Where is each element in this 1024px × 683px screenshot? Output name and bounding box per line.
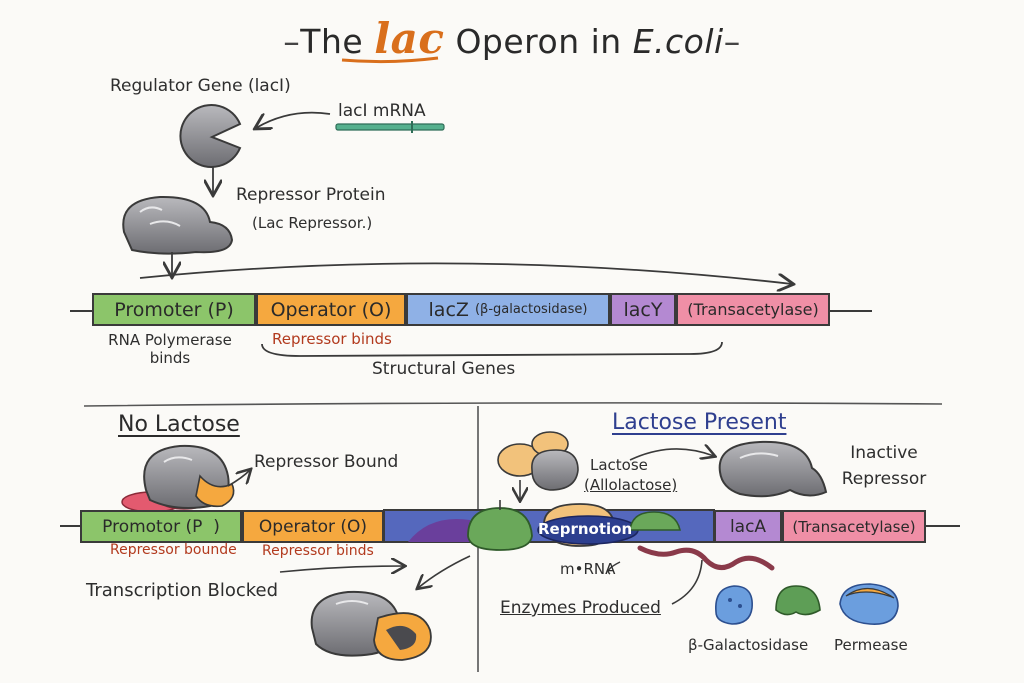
- lacz-segment: lacZ (β-galactosidase): [406, 293, 610, 326]
- title-organism: E.coli: [632, 22, 724, 61]
- promoter-label: Promoter (P): [114, 298, 234, 321]
- no-lactose-repressor-binds-label: Repressor binds: [262, 543, 374, 559]
- lactose-label: Lactose: [590, 456, 648, 474]
- lacy-segment: lacY: [610, 293, 676, 326]
- repressor-bounde-label: Repressor bounde: [110, 542, 237, 558]
- laci-mrna-strand: [335, 121, 445, 133]
- repressor-bound-label: Repressor Bound: [254, 452, 399, 472]
- no-lactose-promotor-segment: Promotor (P ): [80, 510, 242, 543]
- page-title: –The lac Operon in E.coli–: [283, 14, 741, 63]
- structural-genes-label: Structural Genes: [372, 359, 516, 379]
- repressor-binds-label: Repressor binds: [272, 330, 392, 348]
- inactive-repressor-label: Inactive Repressor: [841, 443, 927, 489]
- lactose-molecules-icon: [497, 431, 579, 491]
- operator-segment: Operator (O): [256, 293, 406, 326]
- release-arrow: [418, 555, 471, 588]
- transacetylase-segment: (Transacetylase): [676, 293, 830, 326]
- laca-segment: lacA: [714, 510, 782, 543]
- mrna-label: m•RNA: [560, 560, 616, 578]
- no-lactose-operator-label: Operator (O): [258, 516, 368, 537]
- no-lactose-operator-segment: Operator (O): [242, 510, 384, 543]
- beta-galactosidase-label: β-Galactosidase: [688, 636, 809, 654]
- transacetylase-label: (Transacetylase): [687, 300, 819, 319]
- mrna-wavy-strand: [637, 545, 775, 571]
- operator-label: Operator (O): [270, 298, 392, 321]
- title-prefix: The: [300, 22, 364, 61]
- permease-green-icon: [775, 585, 821, 616]
- lacy-label: lacY: [623, 298, 663, 321]
- transcription-blocked-arrow: [279, 566, 404, 572]
- enzymes-arrow: [671, 559, 703, 605]
- rna-polymerase-icon: [467, 500, 681, 551]
- mrna-label-line: [607, 561, 621, 575]
- repressor-protein-label: Repressor Protein: [236, 185, 386, 205]
- enzymes-produced-label: Enzymes Produced: [500, 598, 661, 618]
- inactive-repressor-icon: [718, 440, 828, 498]
- permease-label: Permease: [834, 636, 908, 654]
- released-repressor-icon: [310, 590, 432, 661]
- transcription-blocked-label: Transcription Blocked: [86, 580, 279, 601]
- lower-transacetylase-segment: (Transacetylase): [782, 510, 926, 543]
- allolactose-label: (Allolactose): [584, 476, 678, 494]
- no-lactose-heading: No Lactose: [118, 412, 240, 437]
- structural-genes-bracket: [261, 341, 723, 357]
- regulator-gene-label: Regulator Gene (lacI): [110, 76, 291, 96]
- lower-transacetylase-label: (Transacetylase): [792, 517, 916, 536]
- repressor-bound-arrow: [227, 470, 250, 487]
- lacz-label: lacZ: [428, 298, 469, 321]
- title-lac-underline: [341, 56, 439, 64]
- lactose-present-heading: Lactose Present: [612, 410, 787, 435]
- regulator-gene-icon: [179, 104, 242, 168]
- transcription-arc-arrow: [139, 262, 792, 284]
- lac-repressor-label: (Lac Repressor.): [252, 214, 373, 232]
- dna-purple-bump: [408, 518, 470, 542]
- lacz-product-label: (β-galactosidase): [474, 302, 588, 317]
- title-lac: lac: [374, 14, 445, 63]
- mrna-to-gene-arrow: [256, 111, 331, 128]
- title-suffix: Operon in: [455, 22, 622, 61]
- permease-icon: [839, 583, 899, 625]
- lactose-to-repressor-arrow: [629, 449, 714, 461]
- promoter-segment: Promoter (P): [92, 293, 256, 326]
- repressor-protein-icon: [122, 195, 234, 255]
- no-lactose-promotor-label: Promotor (P: [102, 516, 203, 537]
- bound-repressor-icon: [121, 444, 235, 513]
- beta-galactosidase-icon: [715, 585, 753, 625]
- laci-mrna-label: lacI mRNA: [338, 101, 426, 121]
- rna-polymerase-binds-label: RNA Polymerase binds: [108, 331, 232, 367]
- reprnotion-label: Reprnotion: [538, 520, 633, 538]
- laca-label: lacA: [729, 516, 767, 537]
- horizontal-divider: [83, 402, 943, 407]
